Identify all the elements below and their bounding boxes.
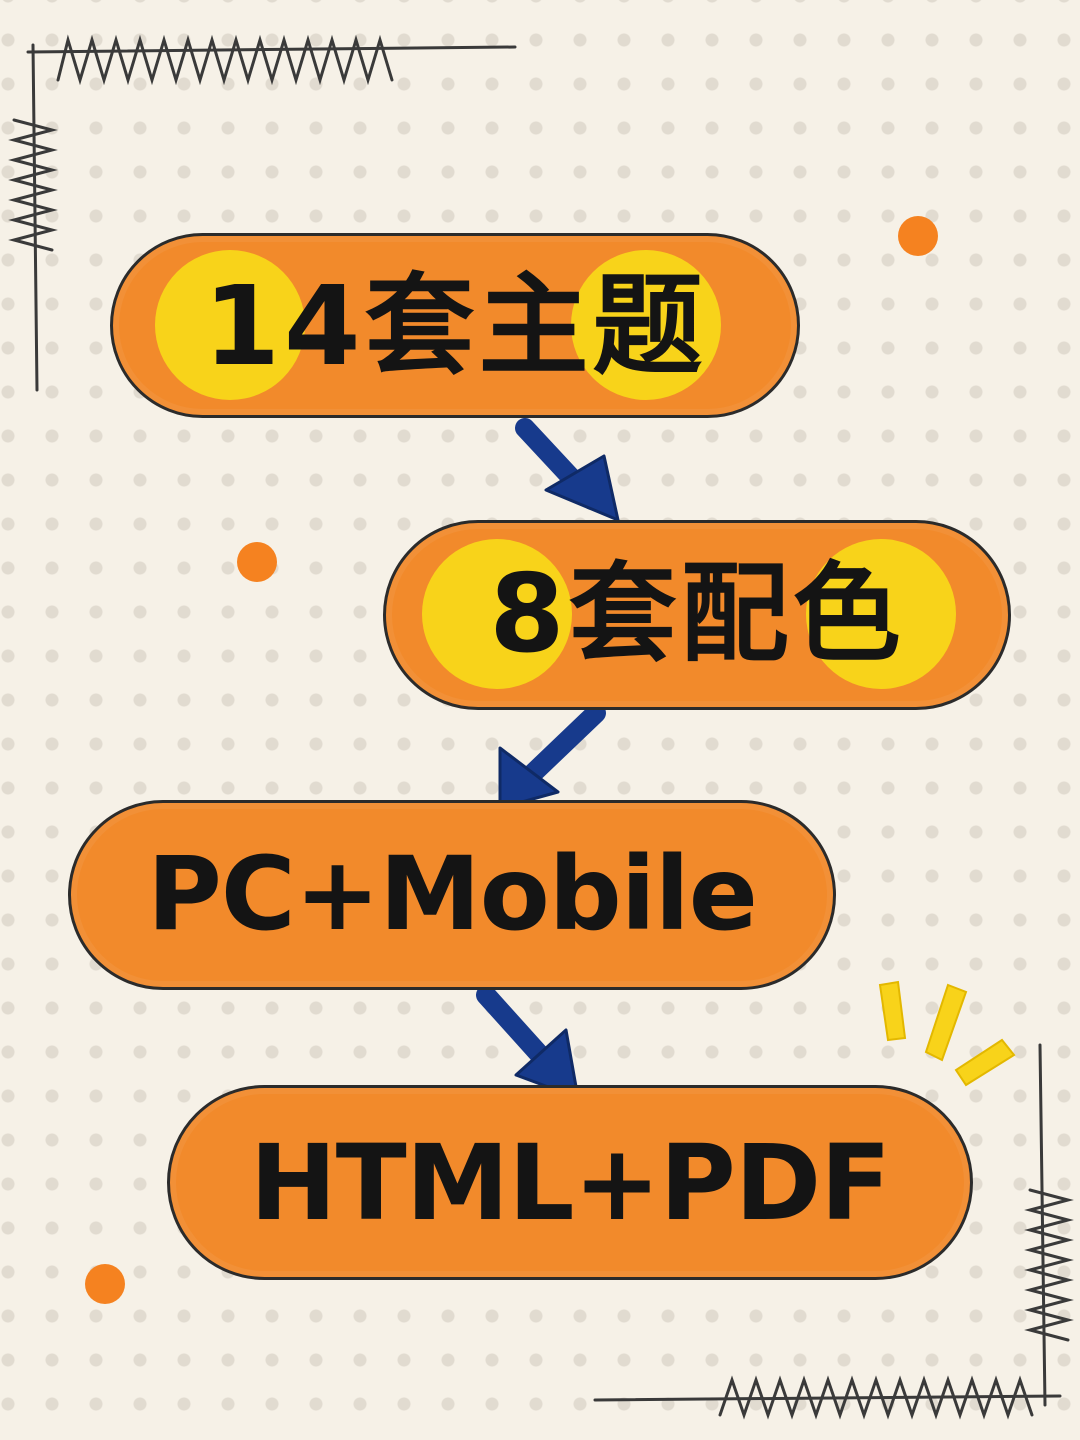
step-label-platforms: PC+Mobile <box>147 835 758 954</box>
step-pill-color-schemes: 8套配色 <box>383 520 1011 710</box>
sparkle-icon <box>878 980 1016 1087</box>
step-pill-themes: 14套主题 <box>110 233 800 418</box>
step-label-formats: HTML+PDF <box>249 1121 891 1244</box>
arrow-1-to-2 <box>515 418 620 522</box>
step-label-color-schemes: 8套配色 <box>489 552 905 677</box>
highlight-circle <box>571 250 721 400</box>
arrow-3-to-4 <box>476 985 580 1100</box>
highlight-circle <box>806 539 956 689</box>
step-label-themes: 14套主题 <box>203 261 707 390</box>
accent-dot <box>898 216 938 256</box>
step-pill-formats: HTML+PDF <box>167 1085 973 1280</box>
highlight-circle <box>155 250 305 400</box>
arrow-2-to-3 <box>498 703 606 810</box>
highlight-circle <box>422 539 572 689</box>
accent-dot <box>237 542 277 582</box>
step-pill-platforms: PC+Mobile <box>68 800 836 990</box>
accent-dot <box>85 1264 125 1304</box>
